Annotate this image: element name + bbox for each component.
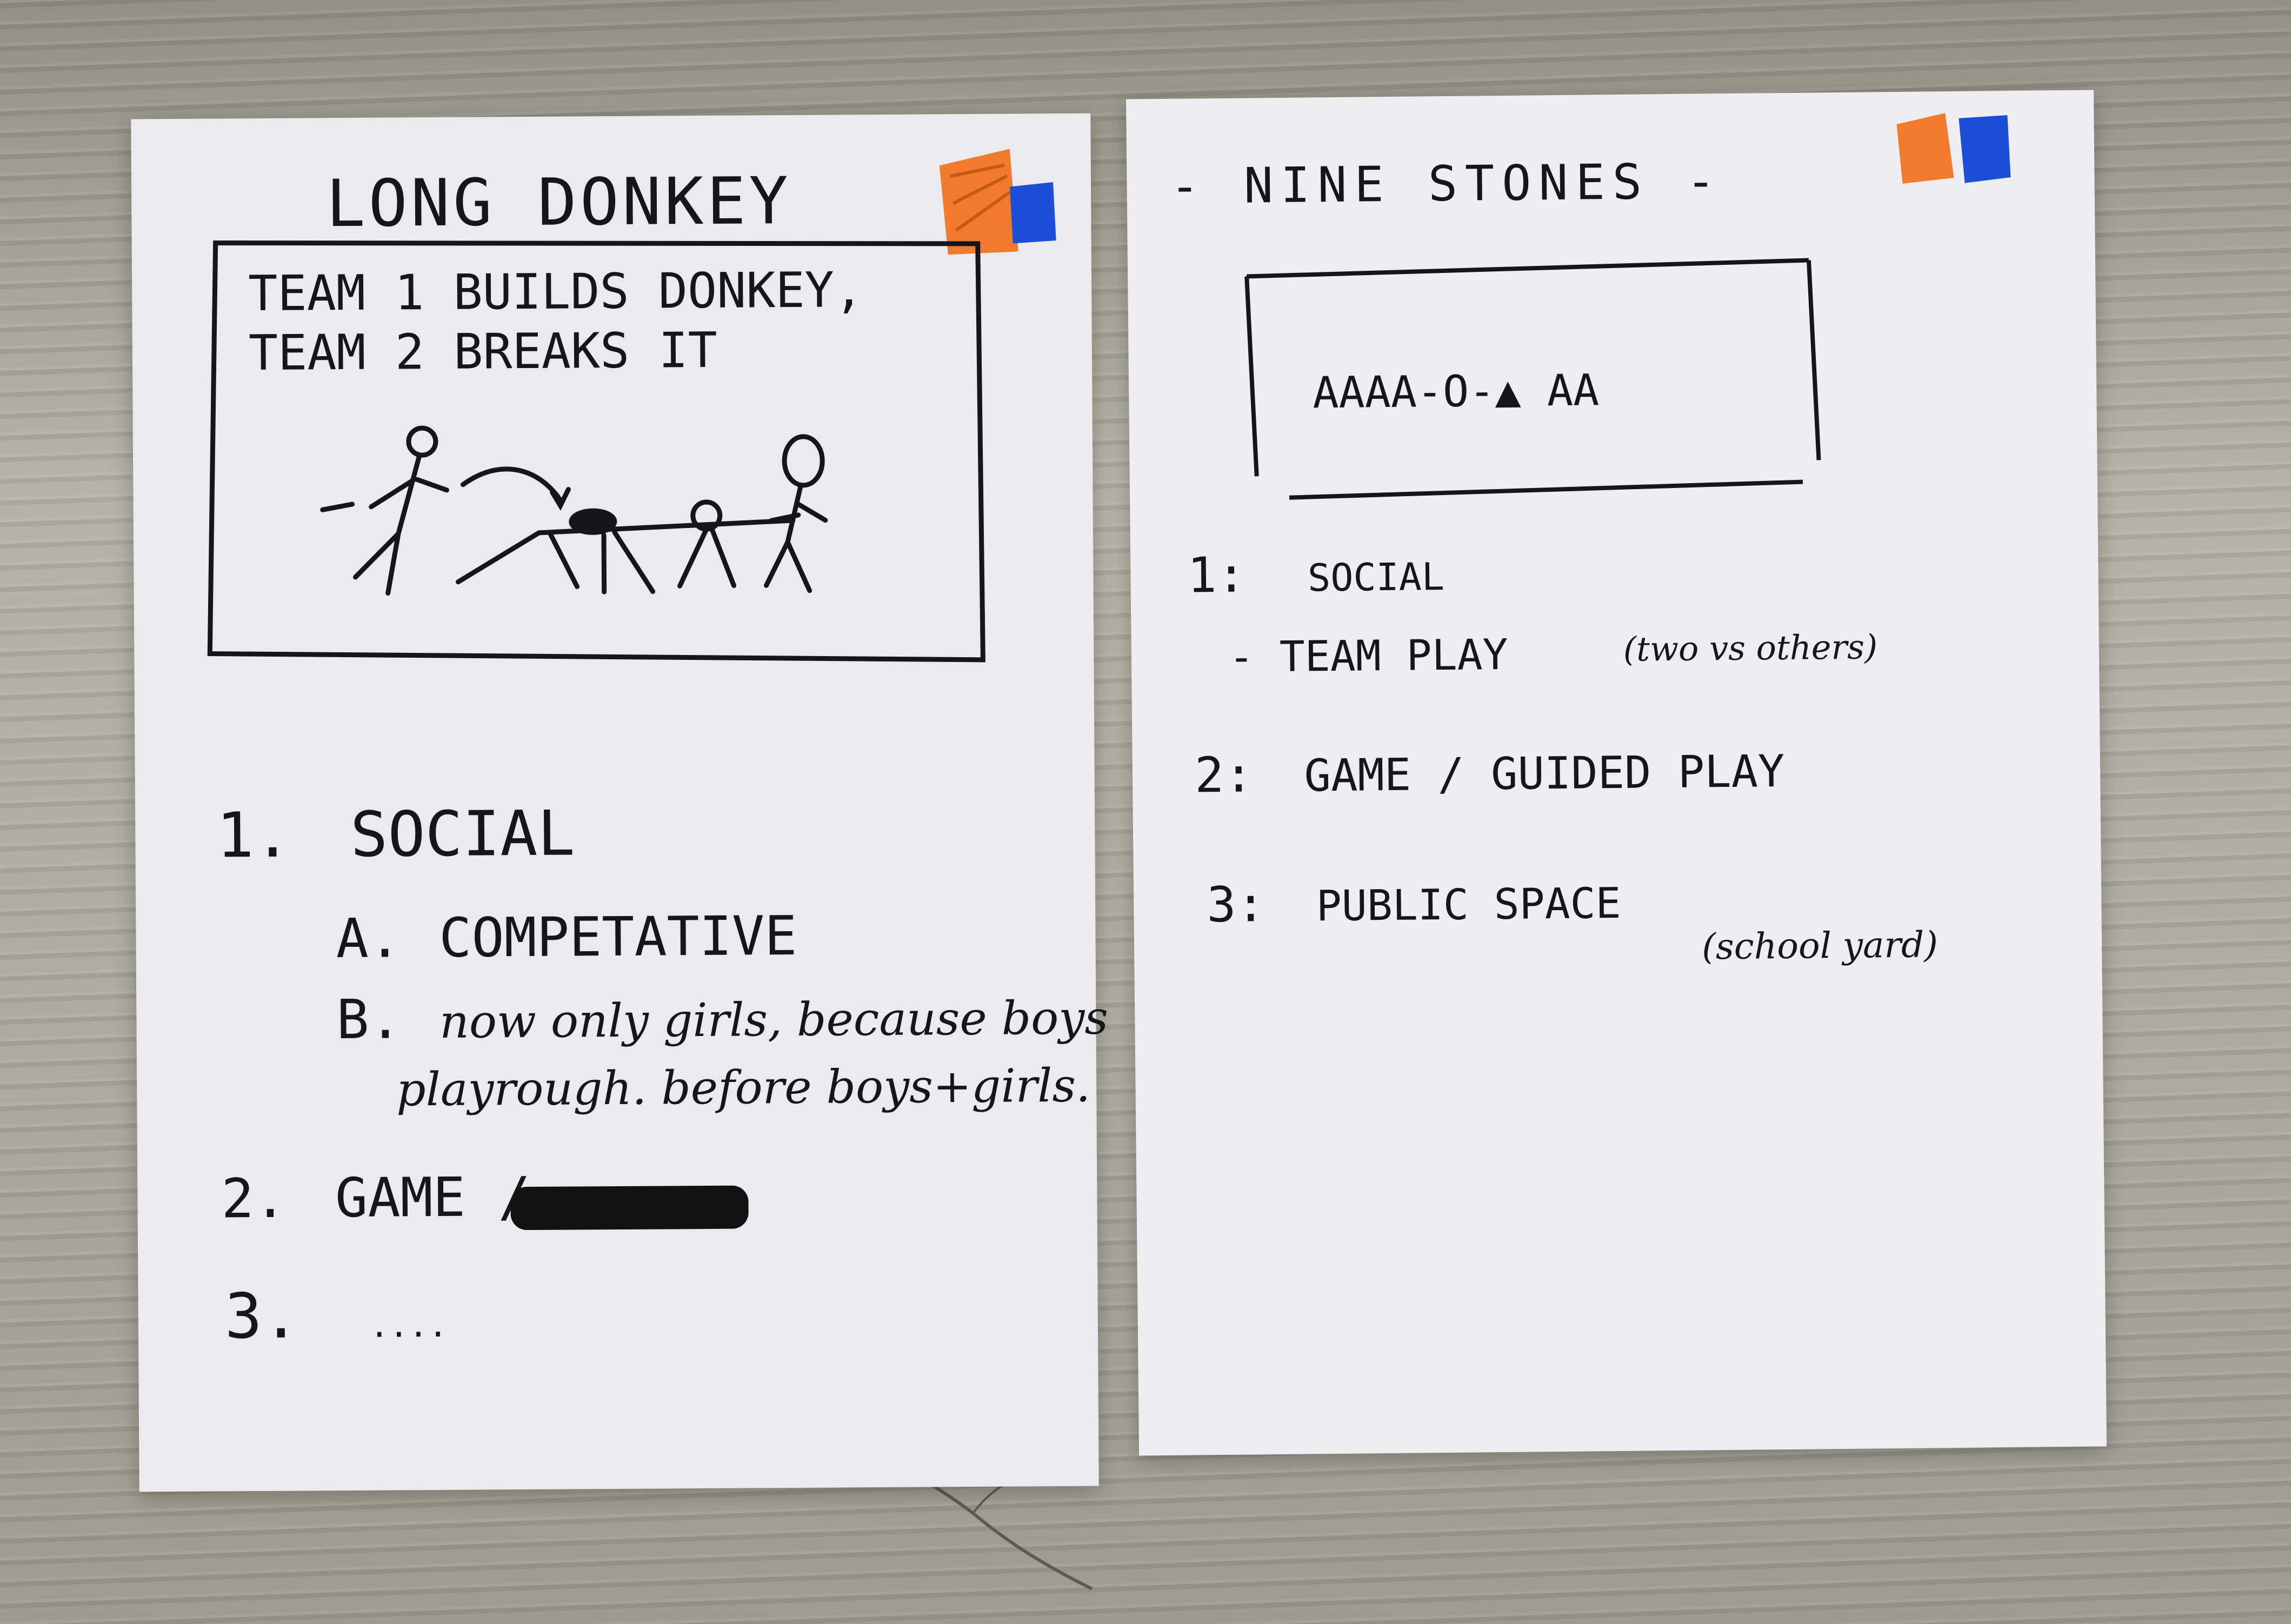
stick-figures-drawing [320,425,828,596]
list-item-1: 1: SOCIAL [1187,545,1444,604]
item-label: COMPETATIVE [438,904,797,970]
left-card: LONG DONKEY TEAM 1 BUILDS DONKEY, TEAM 2… [131,113,1108,1492]
item-number: B. [336,987,402,1052]
sketch-description: TEAM 1 BUILDS DONKEY, TEAM 2 BREAKS IT [248,262,864,382]
item-number: A. [336,906,402,971]
list-item-1-sub: - TEAM PLAY [1228,630,1508,682]
item-number: 2: [1194,746,1254,804]
list-item-1-note: (two vs others) [1623,627,1878,669]
sketch-frame [1244,258,1821,500]
list-item-2: 2. GAME / [221,1165,531,1230]
item-label: GAME / GUIDED PLAY [1304,746,1785,802]
item-label: GAME / [335,1165,531,1230]
item-number: 2. [221,1166,287,1231]
sketch-frame [207,240,985,663]
item-number: 1: [1187,546,1247,604]
item-label: now only girls, because boys [439,991,1109,1049]
card-title: - NINE STONES - [1170,153,1723,215]
list-item-3: 3: PUBLIC SPACE [1207,873,1621,933]
color-marker-squares [1896,113,2011,184]
color-marker-squares [939,149,1056,255]
item-label: SOCIAL [350,797,575,871]
orange-marker-square [1896,113,1954,184]
list-item-2: 2: GAME / GUIDED PLAY [1195,741,1785,804]
list-item-1: 1. SOCIAL [216,797,575,872]
right-card: - NINE STONES - AAAA-O-▲ AA 1: SOCIAL - … [1125,90,2107,1456]
item-number: 3: [1206,876,1266,934]
redacted-text-scribble [510,1185,749,1231]
list-item-1b-continued: playrough. before boys+girls. [396,1059,1091,1117]
nine-stones-sketch: AAAA-O-▲ AA [1312,365,1600,418]
blue-marker-square [1010,182,1056,244]
list-item-3-note: (school yard) [1701,924,1939,968]
item-label: .... [369,1306,448,1345]
blue-marker-square [1959,115,2011,183]
list-item-3: 3. .... [224,1279,448,1353]
item-label: PUBLIC SPACE [1316,879,1621,931]
card-title: LONG DONKEY [325,163,792,242]
list-item-1a: A. COMPETATIVE [336,904,797,970]
item-label: SOCIAL [1307,554,1445,600]
item-number: 3. [224,1280,300,1353]
list-item-1b: B. now only girls, because boys [336,983,1108,1051]
item-number: 1. [216,799,292,872]
